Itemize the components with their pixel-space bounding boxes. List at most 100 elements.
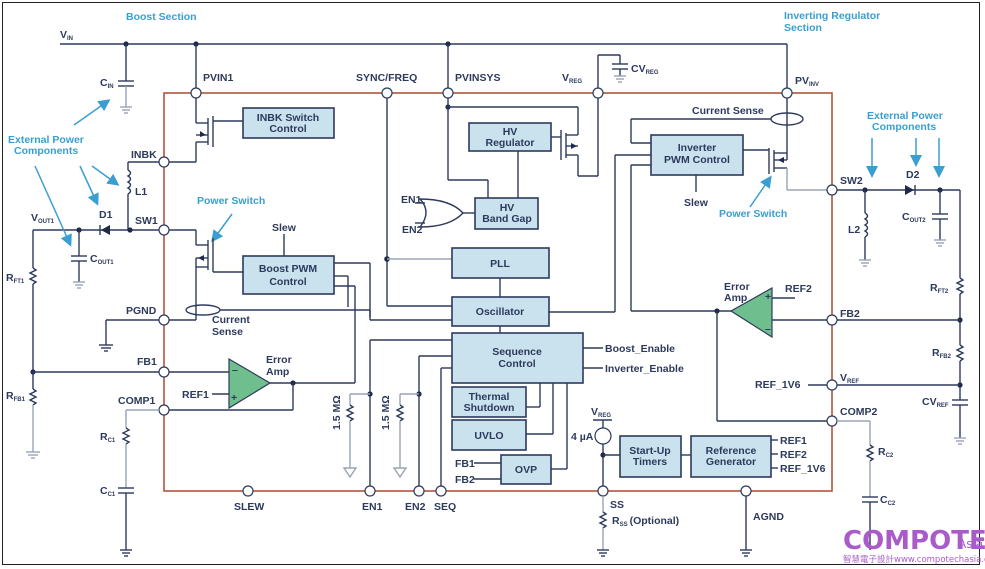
rfb2-label: RFB2: [932, 347, 952, 360]
inverter-pwm-control-label-2: PWM Control: [664, 154, 730, 166]
en1-pulldown: [342, 393, 370, 479]
cc1-label: CC1: [100, 485, 116, 498]
boost-pwm-control-label-2: Control: [269, 276, 306, 288]
sequence-control-label-2: Control: [498, 358, 535, 370]
pvin1-label: PVIN1: [203, 72, 234, 84]
error-amp-1-label: Error: [266, 354, 292, 366]
pll-label: PLL: [490, 258, 510, 270]
ss-pin-label: SS: [610, 499, 624, 511]
cout1-capacitor: [71, 230, 87, 289]
error-amp-2: [729, 286, 773, 339]
rfb1-label: RFB1: [6, 390, 26, 403]
slew-label-left: Slew: [272, 222, 297, 234]
thermal-shutdown-label-2: Shutdown: [464, 402, 515, 414]
annotation-arrow: [211, 213, 233, 243]
ovp-fb2-label: FB2: [455, 474, 475, 486]
rss-label: RSS(Optional): [612, 515, 679, 528]
vreg-pass-mosfet: [551, 98, 599, 177]
vreg-pin[interactable]: [592, 87, 604, 99]
vin-label: VIN: [60, 29, 73, 42]
ovp-block: [500, 454, 552, 485]
en2-pulldown: [392, 393, 419, 479]
fb1-pin[interactable]: [158, 366, 170, 378]
hv-band-gap-block: [474, 197, 539, 230]
cin-label: CIN: [100, 77, 114, 90]
d2-label: D2: [906, 169, 920, 181]
fb1-label: FB1: [137, 356, 157, 368]
inverter-pwm-control-block: [650, 134, 744, 176]
amp2-minus: –: [765, 323, 771, 335]
pvinsys-label: PVINSYS: [455, 72, 501, 84]
cout2-label: COUT2: [902, 211, 926, 224]
watermark-brand: COMPOTECH: [843, 526, 985, 556]
hv-regulator-label: HV: [503, 126, 518, 138]
watermark-region: Asia: [958, 537, 983, 551]
current-sense-left-label-2: Sense: [212, 326, 243, 338]
sync-freq-pin[interactable]: [381, 87, 393, 99]
start-up-timers-label: Start-Up: [629, 445, 670, 457]
vref-pin[interactable]: [826, 379, 838, 391]
pvinsys-pin[interactable]: [442, 87, 454, 99]
cvreg-capacitor: [597, 54, 628, 88]
comp2-pin[interactable]: [826, 415, 838, 427]
agnd-label: AGND: [753, 511, 784, 523]
ref2-out-label: REF2: [780, 449, 807, 461]
inverting-section-title: Inverting Regulator: [784, 10, 880, 22]
comp2-label: COMP2: [840, 406, 878, 418]
agnd-pin[interactable]: [740, 485, 752, 497]
boost-section-title: Boost Section: [126, 11, 197, 23]
inbk-label: INBK: [131, 149, 157, 161]
reference-generator-block: [690, 435, 772, 478]
seq-pin-label: SEQ: [434, 501, 456, 513]
l1-label: L1: [135, 186, 147, 198]
comp1-pin[interactable]: [158, 404, 170, 416]
ss-pin[interactable]: [597, 485, 609, 497]
hv-regulator-block: [468, 122, 552, 152]
annotation-arrow: [79, 165, 99, 206]
or-gate: [418, 198, 464, 228]
ovp-label: OVP: [515, 464, 537, 476]
inverter-pwm-control-label: Inverter: [678, 142, 717, 154]
vref-label: VREF: [840, 372, 859, 385]
error-amp-2-label-2: Amp: [724, 292, 747, 304]
pvinv-pin[interactable]: [781, 87, 793, 99]
cout2-capacitor: [932, 190, 948, 247]
pgnd-pin[interactable]: [158, 314, 170, 326]
external-components-right-label-2: Components: [872, 121, 936, 133]
fb2-pin[interactable]: [826, 314, 838, 326]
amp1-minus: –: [232, 364, 238, 376]
amp1-plus: +: [231, 392, 237, 404]
d1-label: D1: [99, 209, 113, 221]
boost-enable-label: Boost_Enable: [605, 343, 675, 355]
ref2-input-label: REF2: [785, 283, 812, 295]
ref1-input-label: REF1: [182, 389, 209, 401]
vout1-label: VOUT1: [31, 212, 55, 225]
slew-label-right: Slew: [684, 197, 709, 209]
sw2-pin[interactable]: [826, 184, 838, 196]
en2-pin[interactable]: [413, 485, 425, 497]
or-gate-en2-label: EN2: [402, 224, 423, 236]
seq-pin[interactable]: [435, 485, 447, 497]
sw1-pin[interactable]: [158, 224, 170, 236]
en1-pin-label: EN1: [362, 501, 383, 513]
pvin1-pin[interactable]: [190, 87, 202, 99]
annotation-arrow: [73, 99, 111, 126]
cout1-label: COUT1: [90, 253, 114, 266]
ref-1v6-input-label: REF_1V6: [755, 379, 801, 391]
pgnd-ground: [99, 319, 196, 352]
thermal-shutdown-block: [451, 386, 527, 418]
slew-pin[interactable]: [242, 485, 254, 497]
rft2-label: RFT2: [930, 282, 949, 295]
rc1-label: RC1: [100, 431, 116, 444]
inverting-section-title-2: Section: [784, 22, 822, 34]
l2-inductor: [859, 190, 871, 267]
slew-pin-label: SLEW: [234, 501, 264, 513]
l1-inductor: [126, 161, 159, 230]
amp2-plus: +: [765, 291, 771, 303]
inbk-pin[interactable]: [158, 156, 170, 168]
en1-pin[interactable]: [364, 485, 376, 497]
pvinv-label: PVINV: [795, 75, 819, 88]
comp1-network: [118, 409, 159, 557]
rc2-label: RC2: [878, 446, 894, 459]
inverter-switch-mosfet: [743, 98, 827, 191]
